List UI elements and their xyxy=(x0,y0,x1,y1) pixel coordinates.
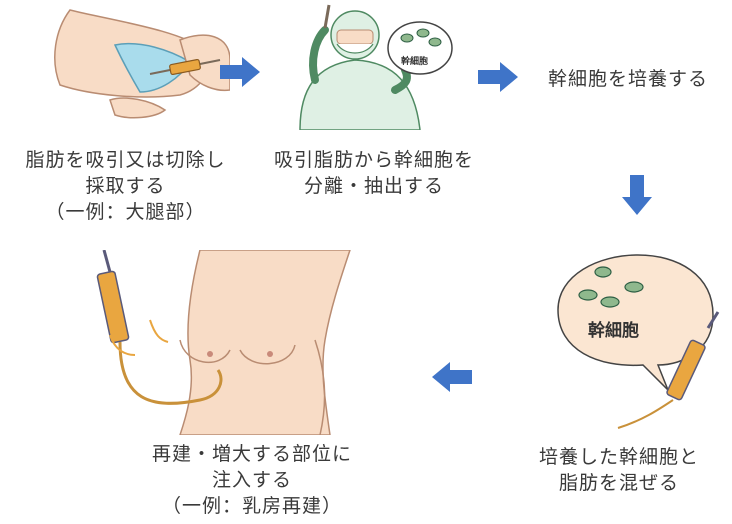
step4-line1: 培養した幹細胞と xyxy=(538,446,699,468)
step5-line3: （一例：乳房再建） xyxy=(161,495,342,517)
step1-line2: 採取する xyxy=(85,175,166,197)
dish-label: 幹細胞 xyxy=(401,57,429,67)
right-arrow-icon xyxy=(220,57,260,87)
left-arrow-icon xyxy=(432,362,472,392)
illustration-doctor-separation: 幹細胞 xyxy=(285,0,455,130)
step2-caption: 吸引脂肪から幹細胞を 分離・抽出する xyxy=(258,147,490,199)
down-arrow-icon xyxy=(622,175,652,215)
step5-line1: 再建・増大する部位に xyxy=(151,443,352,465)
step1-line1: 脂肪を吸引又は切除し xyxy=(25,149,226,171)
step3-line1: 幹細胞を培養する xyxy=(548,68,709,90)
step5-caption: 再建・増大する部位に 注入する （一例：乳房再建） xyxy=(132,441,372,519)
step2-line1: 吸引脂肪から幹細胞を xyxy=(273,149,474,171)
illustration-thigh-liposuction xyxy=(30,0,230,130)
illustration-breast-injection xyxy=(90,250,370,435)
step5-line2: 注入する xyxy=(211,469,292,491)
step4-line2: 脂肪を混ぜる xyxy=(558,472,679,494)
right-arrow-icon xyxy=(478,62,518,92)
step1-caption: 脂肪を吸引又は切除し 採取する （一例：大腿部） xyxy=(8,147,243,225)
step1-line3: （一例：大腿部） xyxy=(45,201,206,223)
step2-line2: 分離・抽出する xyxy=(303,175,444,197)
step3-caption: 幹細胞を培養する xyxy=(548,66,728,92)
illustration-cells-bubble: 幹細胞 xyxy=(548,250,728,430)
bubble-label: 幹細胞 xyxy=(588,321,639,341)
step4-caption: 培養した幹細胞と 脂肪を混ぜる xyxy=(514,444,724,496)
